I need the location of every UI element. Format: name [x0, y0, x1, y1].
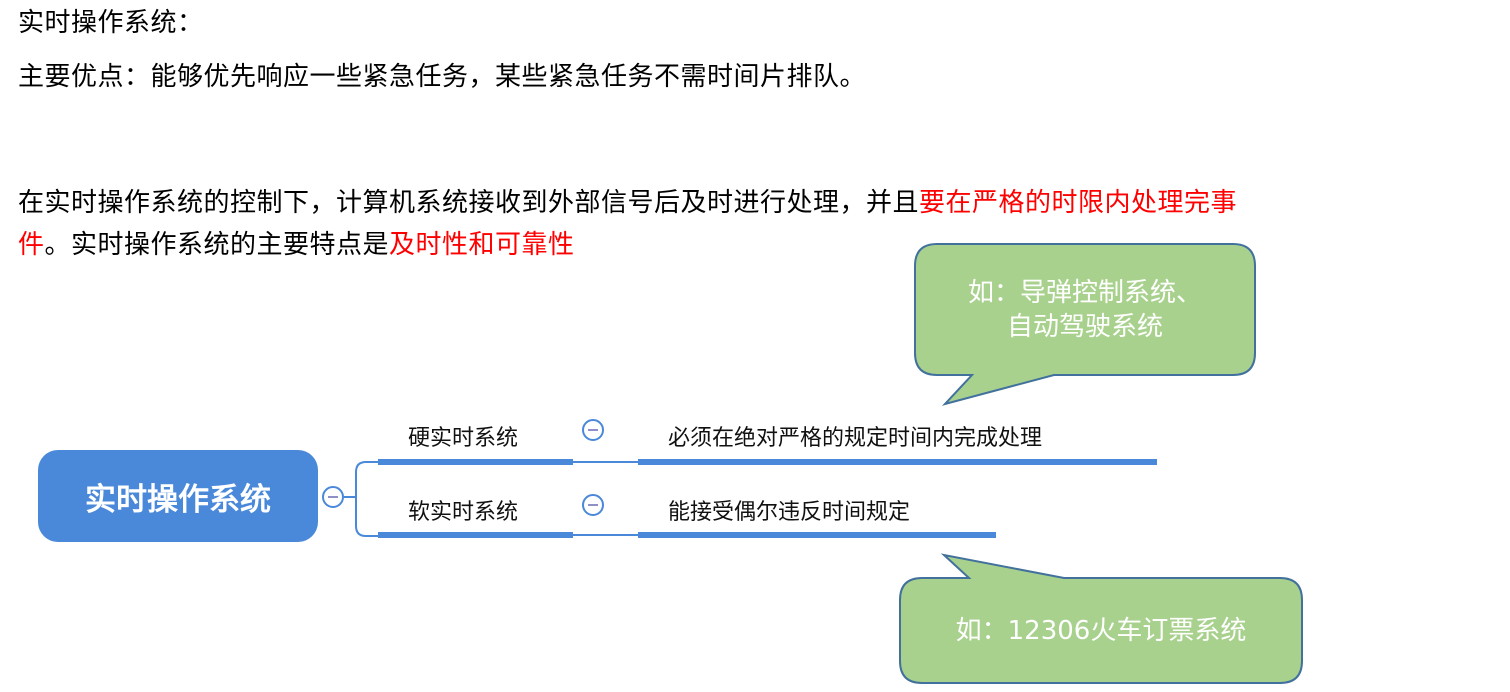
- description-line-2: 件。实时操作系统的主要特点是及时性和可靠性: [18, 224, 575, 266]
- hard-detail-underline: [638, 459, 1157, 465]
- root-node-label: 实时操作系统: [85, 481, 271, 518]
- branch-hard-underline: [378, 459, 573, 465]
- highlight-strict-deadline-end: 件: [18, 230, 45, 260]
- root-node[interactable]: 实时操作系统: [38, 450, 318, 542]
- callout-hard-realtime-text: 如：导弹控制系统、 自动驾驶系统: [915, 276, 1255, 344]
- hard-realtime-detail[interactable]: 必须在绝对严格的规定时间内完成处理: [668, 426, 1043, 451]
- description-line-1: 在实时操作系统的控制下，计算机系统接收到外部信号后及时进行处理，并且要在严格的时…: [18, 182, 1237, 224]
- callout-hard-line-2: 自动驾驶系统: [1006, 312, 1163, 342]
- branch-soft-connector: [572, 534, 638, 536]
- branch-hard-connector: [572, 461, 638, 463]
- minus-icon: [328, 496, 338, 498]
- callout-soft-realtime-bubble: [899, 553, 1303, 684]
- callout-hard-line-1: 如：导弹控制系统、: [967, 278, 1202, 308]
- advantage-line: 主要优点：能够优先响应一些紧急任务，某些紧急任务不需时间片排队。: [18, 62, 867, 92]
- hard-realtime-collapse-button[interactable]: [582, 419, 604, 441]
- highlight-key-features: 及时性和可靠性: [389, 230, 575, 260]
- branch-soft-underline: [378, 532, 573, 538]
- minus-icon: [588, 429, 598, 431]
- highlight-strict-deadline: 要在严格的时限内处理完事: [919, 188, 1238, 218]
- description-text-2: 。实时操作系统的主要特点是: [44, 230, 390, 260]
- callout-hard-realtime-bubble: [914, 243, 1256, 406]
- heading-realtime-os: 实时操作系统：: [18, 8, 204, 38]
- branch-soft-realtime[interactable]: 软实时系统: [408, 500, 519, 525]
- soft-detail-underline: [638, 532, 996, 538]
- minus-icon: [588, 504, 598, 506]
- soft-realtime-collapse-button[interactable]: [582, 494, 604, 516]
- soft-realtime-detail[interactable]: 能接受偶尔违反时间规定: [668, 500, 911, 525]
- root-collapse-button[interactable]: [322, 486, 344, 508]
- callout-soft-realtime-text: 如：12306火车订票系统: [955, 616, 1247, 646]
- description-text: 在实时操作系统的控制下，计算机系统接收到外部信号后及时进行处理，并且: [18, 188, 920, 218]
- branch-hard-realtime[interactable]: 硬实时系统: [408, 426, 519, 451]
